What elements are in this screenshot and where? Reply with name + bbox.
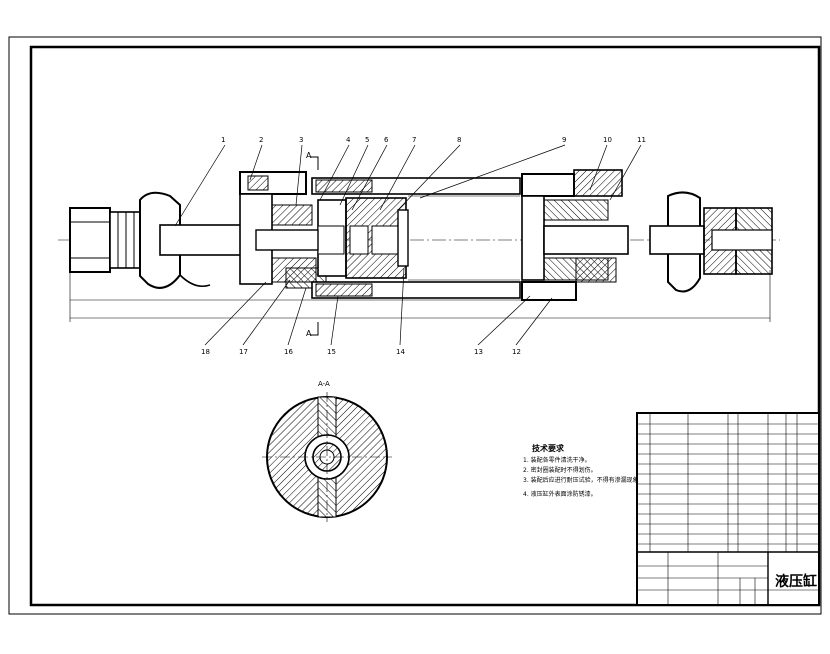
part-label-15: 15 — [327, 348, 336, 356]
part-label-3: 3 — [299, 136, 303, 144]
title-grid — [637, 552, 819, 605]
part-label-9: 9 — [562, 136, 566, 144]
part-label-4: 4 — [346, 136, 351, 144]
part-label-6: 6 — [384, 136, 389, 144]
left-hex-nut — [69, 207, 141, 273]
section-view-a-a: A-A — [262, 380, 392, 522]
title-block: 液压缸 — [636, 412, 820, 606]
part-label-18: 18 — [201, 348, 210, 356]
part-label-14: 14 — [396, 348, 405, 356]
notes-title: 技术要求 — [532, 443, 565, 453]
note-3: 3. 装配后应进行耐压试验，不得有渗漏现象。 — [523, 476, 645, 484]
drawing-title: 液压缸 — [775, 573, 817, 590]
main-assembly-view: A A 1 2 3 4 5 — [58, 136, 780, 356]
cylinder-barrel — [311, 177, 521, 299]
part-labels-top: 1 2 3 4 5 6 7 8 9 10 11 — [221, 136, 646, 144]
parts-list-grid — [637, 413, 819, 553]
part-label-8: 8 — [457, 136, 461, 144]
inner-border — [29, 45, 821, 607]
part-label-13: 13 — [474, 348, 483, 356]
part-label-2: 2 — [259, 136, 263, 144]
piston-rod-right — [543, 225, 629, 255]
note-1: 1. 装配各零件清洗干净。 — [523, 456, 591, 464]
part-labels-bottom: 12 13 14 15 16 17 18 — [201, 348, 521, 356]
right-clevis — [649, 191, 773, 293]
part-label-10: 10 — [603, 136, 612, 144]
note-4: 4. 液压缸外表面涂防锈漆。 — [523, 490, 597, 498]
outer-border — [8, 36, 822, 615]
rod-inner — [255, 229, 319, 251]
note-2: 2. 密封圈装配时不得划伤。 — [523, 466, 597, 474]
section-marker-top: A — [306, 151, 312, 160]
technical-requirements: 技术要求 1. 装配各零件清洗干净。 2. 密封圈装配时不得划伤。 3. 装配后… — [523, 443, 645, 498]
part-label-12: 12 — [512, 348, 521, 356]
leader-lines — [174, 144, 642, 346]
section-title: A-A — [318, 380, 330, 388]
part-label-7: 7 — [412, 136, 416, 144]
part-label-11: 11 — [637, 136, 646, 144]
part-label-1: 1 — [221, 136, 225, 144]
part-label-5: 5 — [365, 136, 369, 144]
right-end-cap — [521, 169, 623, 301]
part-label-17: 17 — [239, 348, 248, 356]
section-marker-bottom: A — [306, 329, 312, 338]
part-label-16: 16 — [284, 348, 293, 356]
piston — [317, 197, 409, 279]
